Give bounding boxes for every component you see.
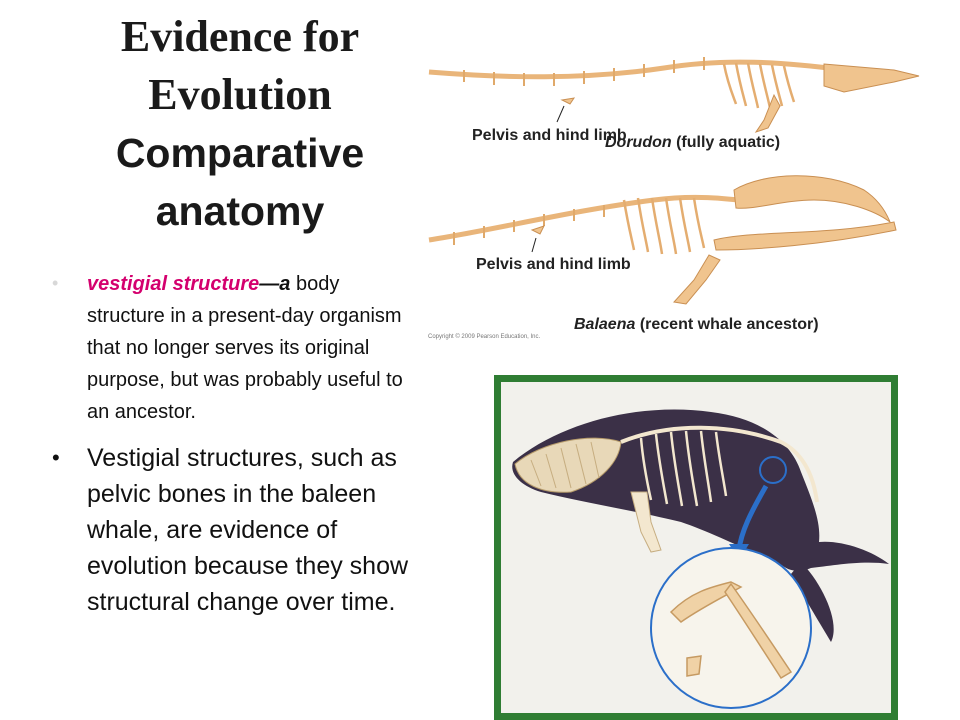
whale-fluke <box>791 562 834 642</box>
label-pelvis-top: Pelvis and hind limb <box>472 127 627 144</box>
dorudon-pelvis <box>560 97 576 105</box>
bullet-vestigial-definition: • vestigial structure—a body structure i… <box>50 268 420 428</box>
bullet-dot-icon: • <box>52 445 60 470</box>
magnified-femur-bone <box>724 582 793 680</box>
copyright-notice: Copyright © 2009 Pearson Education, Inc. <box>428 334 541 340</box>
balaena-note: (recent whale ancestor) <box>635 316 819 333</box>
vestigial-term: vestigial structure <box>87 273 260 295</box>
pointer-line-top <box>556 105 565 123</box>
whale-baleen <box>514 437 622 493</box>
whale-skeletons-figure <box>428 57 920 305</box>
title-line-3: Comparative <box>115 130 365 176</box>
baleen-whale-figure <box>494 375 898 720</box>
pointer-line-bottom <box>531 237 537 253</box>
definition-text: body structure in a present-day organism… <box>87 273 403 423</box>
balaena-skeleton <box>428 175 897 305</box>
definition-dash: —a <box>259 273 291 295</box>
pelvis-magnified-circle <box>650 547 812 709</box>
bullet-dot-icon: • <box>52 273 59 293</box>
dorudon-name: Dorudon <box>605 134 672 151</box>
magnified-pelvis-bone <box>669 581 743 623</box>
label-balaena: Balaena (recent whale ancestor) <box>574 315 819 334</box>
balaena-pelvis <box>530 225 545 235</box>
title-line-4: anatomy <box>155 188 325 234</box>
baleen-whale-illustration <box>512 409 889 709</box>
bullet-list: • vestigial structure—a body structure i… <box>50 268 420 620</box>
label-dorudon: Dorudon (fully aquatic) <box>605 133 780 152</box>
title-line-1: Evidence for <box>120 12 360 61</box>
dorudon-skeleton <box>428 57 920 133</box>
title-line-2: Evolution <box>148 70 332 119</box>
evidence-text: Vestigial structures, such as pelvic bon… <box>87 444 409 616</box>
slide-title: Evidence for Evolution Comparative anato… <box>40 8 440 240</box>
label-pelvis-bottom: Pelvis and hind limb <box>476 256 631 273</box>
magnified-small-bone <box>686 655 702 677</box>
dorudon-note: (fully aquatic) <box>671 134 781 151</box>
bullet-evidence: • Vestigial structures, such as pelvic b… <box>50 440 420 620</box>
balaena-name: Balaena <box>574 316 636 333</box>
pelvis-highlight-small <box>759 456 787 484</box>
